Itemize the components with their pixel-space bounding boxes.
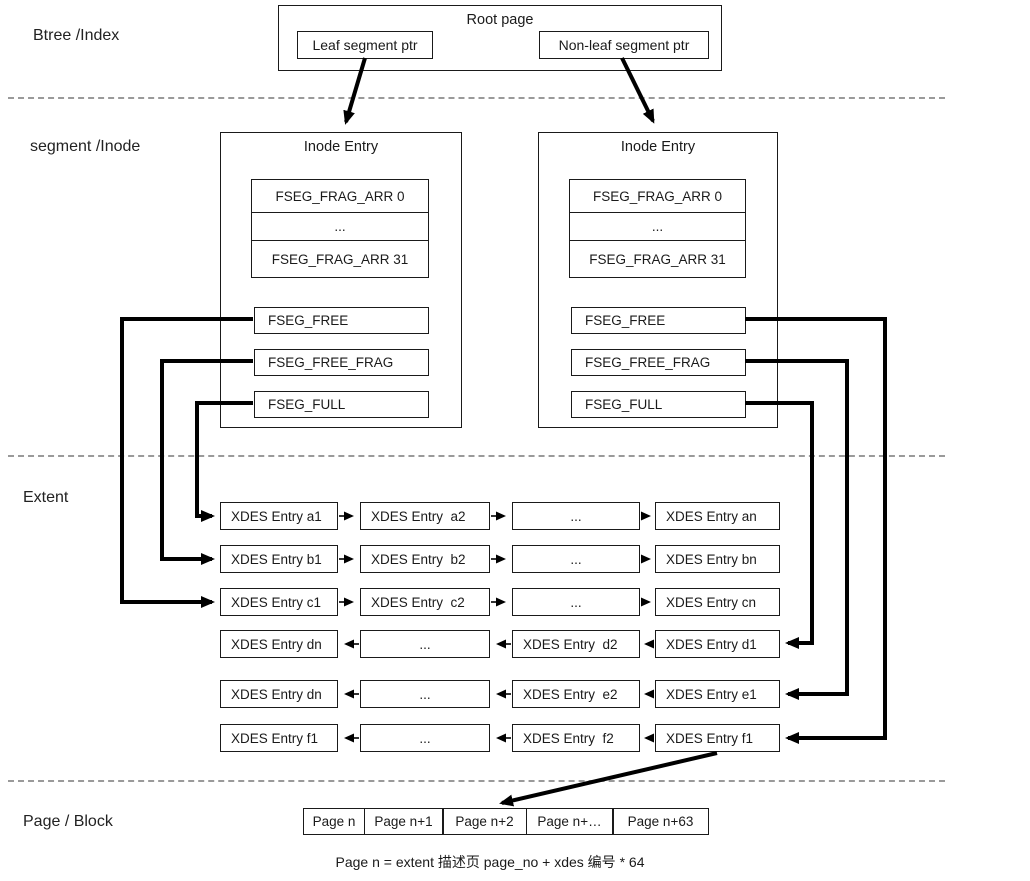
inode-entry-box-right: Inode Entry FSEG_FRAG_ARR 0 ... FSEG_FRA… (538, 132, 778, 428)
arrow-f1-to-page-n2 (499, 751, 718, 807)
xdes-row-a-ellipsis: ... (512, 502, 640, 530)
xdes-row-f-ellipsis: ... (360, 724, 490, 752)
fseg-frag-arr-0: FSEG_FRAG_ARR 0 (570, 180, 745, 213)
section-label-segment-inode: segment /Inode (30, 138, 141, 155)
fseg-free-box: FSEG_FREE (571, 307, 746, 334)
inode-entry-title: Inode Entry (620, 139, 696, 155)
divider-btree-segment (8, 97, 945, 99)
section-label-extent: Extent (23, 489, 69, 506)
xdes-entry-en: XDES Entry dn (220, 680, 338, 708)
fseg-frag-arr-ellipsis: ... (252, 213, 428, 241)
xdes-row-c-ellipsis: ... (512, 588, 640, 616)
xdes-row-d-ellipsis: ... (360, 630, 490, 658)
page-cell-n: Page n (303, 808, 365, 835)
fseg-free-frag-box: FSEG_FREE_FRAG (254, 349, 429, 376)
page-block-table: Page n Page n+1 Page n+2 Page n+… Page n… (303, 808, 709, 835)
xdes-entry-c1: XDES Entry c1 (220, 588, 338, 616)
fseg-frag-arr-table: FSEG_FRAG_ARR 0 ... FSEG_FRAG_ARR 31 (569, 179, 746, 278)
fseg-free-frag-box: FSEG_FREE_FRAG (571, 349, 746, 376)
xdes-entry-fn: XDES Entry f1 (220, 724, 338, 752)
inode-entry-box-left: Inode Entry FSEG_FRAG_ARR 0 ... FSEG_FRA… (220, 132, 462, 428)
xdes-entry-bn: XDES Entry bn (655, 545, 780, 573)
fseg-frag-arr-0: FSEG_FRAG_ARR 0 (252, 180, 428, 213)
fseg-full-box: FSEG_FULL (254, 391, 429, 418)
section-label-page-block: Page / Block (23, 813, 113, 830)
page-cell-n2: Page n+2 (442, 808, 527, 835)
xdes-entry-e1: XDES Entry e1 (655, 680, 780, 708)
xdes-entry-f1: XDES Entry f1 (655, 724, 780, 752)
section-label-btree-index: Btree /Index (33, 27, 120, 44)
fseg-frag-arr-ellipsis: ... (570, 213, 745, 241)
page-cell-ndots: Page n+… (525, 808, 614, 835)
fseg-frag-arr-31: FSEG_FRAG_ARR 31 (589, 251, 726, 267)
xdes-entry-b1: XDES Entry b1 (220, 545, 338, 573)
xdes-entry-cn: XDES Entry cn (655, 588, 780, 616)
divider-segment-extent (8, 455, 945, 457)
xdes-entry-b2: XDES Entry b2 (360, 545, 490, 573)
fseg-free-box: FSEG_FREE (254, 307, 429, 334)
xdes-entry-an: XDES Entry an (655, 502, 780, 530)
page-formula-caption: Page n = extent 描述页 page_no + xdes 编号 * … (335, 854, 645, 870)
fseg-frag-arr-31: FSEG_FRAG_ARR 31 (271, 251, 409, 267)
nonleaf-segment-ptr-box: Non-leaf segment ptr (539, 31, 709, 59)
page-cell-n1: Page n+1 (363, 808, 444, 835)
xdes-entry-d2: XDES Entry d2 (512, 630, 640, 658)
xdes-entry-f2: XDES Entry f2 (512, 724, 640, 752)
page-cell-n63: Page n+63 (612, 808, 709, 835)
root-page-box: Root page Leaf segment ptr Non-leaf segm… (278, 5, 722, 71)
fseg-frag-arr-table: FSEG_FRAG_ARR 0 ... FSEG_FRAG_ARR 31 (251, 179, 429, 278)
xdes-entry-dn: XDES Entry dn (220, 630, 338, 658)
leaf-segment-ptr-box: Leaf segment ptr (297, 31, 433, 59)
xdes-entry-c2: XDES Entry c2 (360, 588, 490, 616)
xdes-row-e-ellipsis: ... (360, 680, 490, 708)
xdes-entry-e2: XDES Entry e2 (512, 680, 640, 708)
xdes-entry-d1: XDES Entry d1 (655, 630, 780, 658)
divider-extent-page (8, 780, 945, 782)
xdes-entry-a1: XDES Entry a1 (220, 502, 338, 530)
xdes-entry-a2: XDES Entry a2 (360, 502, 490, 530)
fseg-full-box: FSEG_FULL (571, 391, 746, 418)
xdes-row-b-ellipsis: ... (512, 545, 640, 573)
root-page-title: Root page (466, 12, 534, 28)
inode-entry-title: Inode Entry (303, 139, 379, 155)
